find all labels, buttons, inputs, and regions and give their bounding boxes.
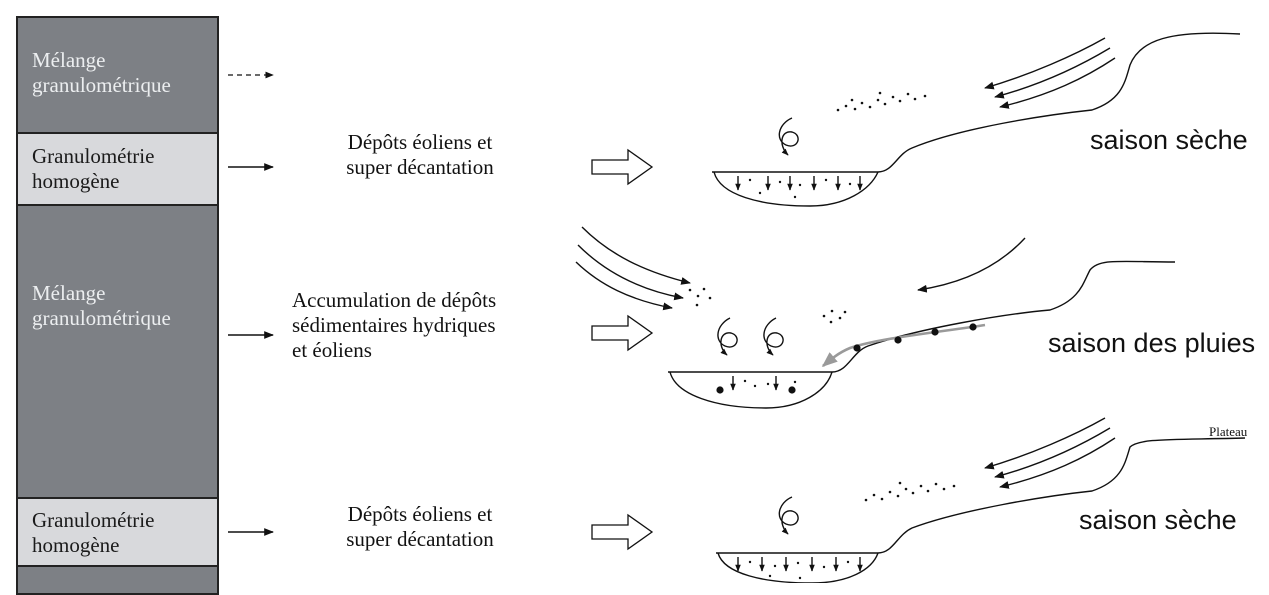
dust-particles (748, 481, 956, 580)
wind-arrow (994, 47, 1111, 99)
season-label-dry-1: saison sèche (1090, 125, 1248, 155)
wind-arrow (999, 57, 1116, 109)
basin-outline (717, 552, 879, 583)
wind-arrow (581, 226, 691, 285)
turbulence-swirl (717, 317, 738, 356)
process-text-dry-1: Dépôts éoliens et super décantation (346, 130, 494, 179)
layer-label: Granulométrie homogène (32, 144, 155, 193)
turbulence-swirl (778, 496, 799, 535)
layer-label: Mélange granulométrique (32, 48, 171, 97)
panel-dry-season-2 (716, 417, 1246, 583)
wind-arrow (577, 244, 684, 301)
rain-particles (688, 287, 977, 394)
wind-arrow (984, 37, 1106, 90)
season-label-dry-2: saison sèche (1079, 505, 1237, 535)
turbulence-swirl (778, 117, 799, 156)
process-text-rain: Accumulation de dépôts sédimentaires hyd… (292, 288, 497, 362)
layer-label: Mélange granulométrique (32, 281, 171, 330)
plateau-label: Plateau (1209, 424, 1248, 439)
layer-mixed-top: Mélange granulométrique (16, 16, 219, 134)
terrain-line (668, 260, 1176, 373)
wind-arrow (917, 237, 1026, 293)
turbulence-swirl (763, 317, 784, 356)
dust-particles (748, 91, 927, 199)
wind-arrow (575, 261, 673, 311)
layer-label: Granulométrie homogène (32, 508, 155, 557)
runoff-arrow (821, 323, 986, 368)
wind-arrow (984, 417, 1106, 470)
block-arrow (591, 513, 654, 551)
sedimentation-diagram: Mélange granulométrique Granulométrie ho… (16, 16, 1256, 595)
layer-homogeneous-bottom: Granulométrie homogène (16, 497, 219, 567)
wind-arrow (994, 427, 1111, 479)
wind-arrow (999, 437, 1116, 489)
basin-outline (713, 171, 879, 207)
terrain-line (716, 437, 1246, 554)
layer-homogeneous-top: Granulométrie homogène (16, 132, 219, 206)
process-text-dry-2: Dépôts éoliens et super décantation (346, 502, 494, 551)
panel-rain-season (575, 226, 1176, 409)
terrain-line (712, 32, 1241, 173)
panel-dry-season-1 (712, 32, 1241, 207)
block-arrow (591, 314, 654, 352)
diagram-graphics (228, 32, 1246, 583)
block-arrow (591, 148, 654, 186)
basin-outline (669, 371, 833, 409)
season-label-rain: saison des pluies (1048, 328, 1256, 358)
